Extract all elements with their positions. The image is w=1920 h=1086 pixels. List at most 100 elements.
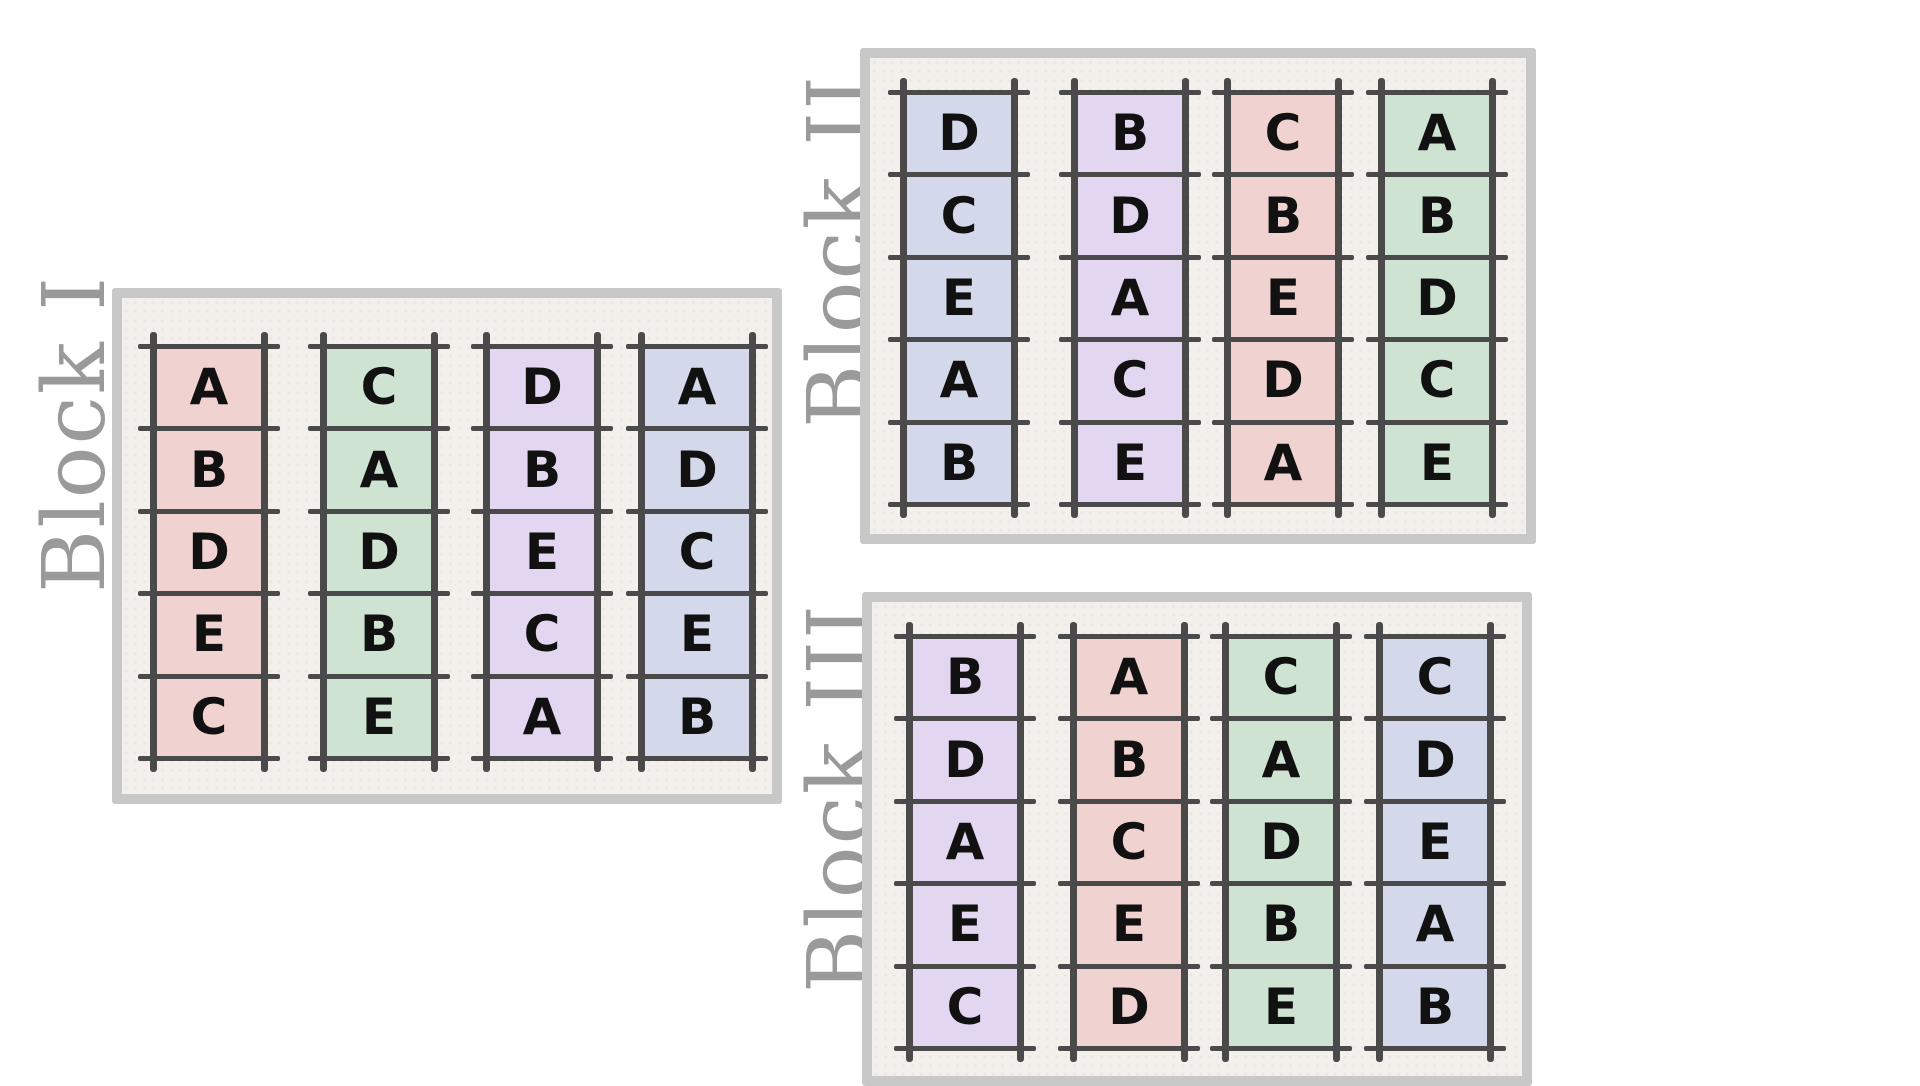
column-rail [1017, 622, 1024, 1062]
grid-line [1212, 502, 1354, 507]
grid-line [138, 426, 280, 432]
grid-line [1210, 634, 1352, 639]
grid-line [1364, 881, 1506, 887]
grid-line [1058, 881, 1200, 887]
plot-cell: A [1382, 92, 1492, 175]
grid-line [894, 634, 1036, 639]
grid-line [1364, 1046, 1506, 1051]
grid-line [1059, 502, 1201, 507]
plot-cell: E [324, 675, 434, 758]
grid-line [308, 591, 450, 597]
plot-cell: D [487, 346, 597, 429]
column-rail [594, 332, 601, 772]
grid-line [1366, 337, 1508, 343]
column-rail [1071, 78, 1078, 518]
plot-cell: D [1228, 339, 1338, 422]
column-rail [431, 332, 438, 772]
grid-line [626, 591, 768, 597]
plot-cell: D [1380, 718, 1490, 801]
grid-line [888, 254, 1030, 260]
grid-line [1059, 172, 1201, 178]
plot-cell: E [1074, 883, 1184, 966]
plot-cell: C [1075, 339, 1185, 422]
plot-cell: E [1380, 800, 1490, 884]
column-rail [1011, 78, 1018, 518]
grid-line [1059, 90, 1201, 95]
column-rail [1182, 78, 1189, 518]
plot-cell: A [1074, 636, 1184, 719]
grid-line [1058, 634, 1200, 639]
grid-line [308, 344, 450, 349]
plot-cell: E [1075, 421, 1185, 504]
plot-cell: A [642, 346, 752, 429]
plot-cell: B [324, 593, 434, 676]
column-rail [1335, 78, 1342, 518]
grid-line [1212, 419, 1354, 425]
plot-cell: C [642, 510, 752, 594]
grid-line [626, 426, 768, 432]
grid-line [471, 344, 613, 349]
grid-line [626, 673, 768, 679]
grid-line [1059, 419, 1201, 425]
grid-line [888, 502, 1030, 507]
plot-cell: D [904, 92, 1014, 175]
grid-line [1059, 254, 1201, 260]
grid-line [1058, 798, 1200, 804]
plot-cell: B [904, 421, 1014, 504]
grid-line [471, 591, 613, 597]
grid-line [888, 337, 1030, 343]
grid-line [308, 426, 450, 432]
plot-cell: D [910, 718, 1020, 801]
plot-cell: C [1382, 339, 1492, 422]
grid-line [471, 756, 613, 761]
plot-cell: C [1226, 636, 1336, 719]
column-rail [638, 332, 645, 772]
grid-line [138, 591, 280, 597]
grid-line [626, 756, 768, 761]
grid-line [471, 426, 613, 432]
plot-cell: D [1075, 174, 1185, 257]
plot-cell: D [1382, 256, 1492, 340]
plot-cell: E [1228, 256, 1338, 340]
plot-cell: E [642, 593, 752, 676]
plot-cell: A [154, 346, 264, 429]
grid-line [1366, 254, 1508, 260]
grid-line [138, 344, 280, 349]
column-rail [320, 332, 327, 772]
column-rail [1333, 622, 1340, 1062]
plot-cell: A [1380, 883, 1490, 966]
grid-line [1364, 963, 1506, 969]
column-rail [906, 622, 913, 1062]
plot-cell: D [642, 428, 752, 511]
grid-line [1212, 90, 1354, 95]
grid-line [1210, 716, 1352, 722]
column-rail [1487, 622, 1494, 1062]
plot-cell: E [1226, 965, 1336, 1048]
grid-line [1058, 963, 1200, 969]
column-rail [1224, 78, 1231, 518]
grid-line [1212, 172, 1354, 178]
column-rail [1181, 622, 1188, 1062]
grid-line [1210, 881, 1352, 887]
plot-cell: B [642, 675, 752, 758]
grid-line [894, 716, 1036, 722]
grid-line [1366, 172, 1508, 178]
grid-line [138, 673, 280, 679]
column-rail [1070, 622, 1077, 1062]
grid-line [1058, 716, 1200, 722]
plot-cell: B [910, 636, 1020, 719]
grid-line [626, 344, 768, 349]
grid-line [1210, 1046, 1352, 1051]
plot-cell: E [1382, 421, 1492, 504]
grid-line [888, 172, 1030, 178]
